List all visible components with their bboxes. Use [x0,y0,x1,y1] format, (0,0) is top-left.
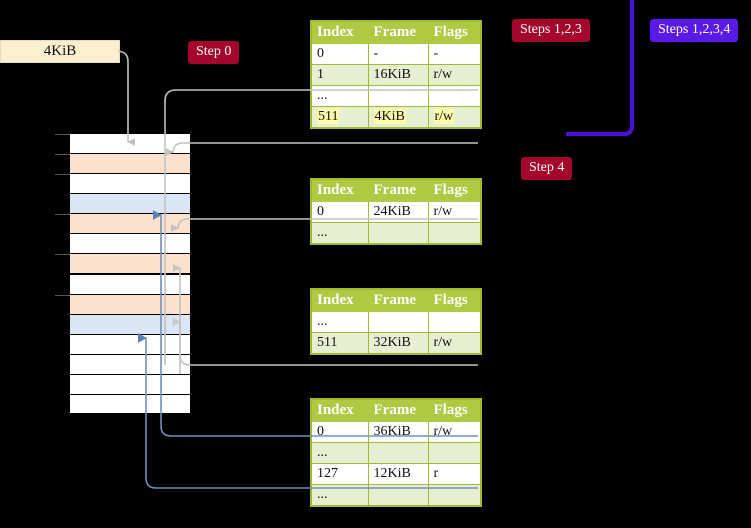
table-cell-frame: 12KiB [367,463,429,485]
table-cell-frame [367,442,429,464]
memory-frame-row [55,153,190,174]
highlighted-value: 4KiB [373,109,406,124]
column-header-frame: Frame [367,288,429,312]
table-cell-flags [427,85,482,107]
table-cell-flags [427,222,482,245]
table-cell-frame: 16KiB [367,64,429,86]
table-cell-index: 511 [310,332,369,355]
memory-frame-row [70,193,190,214]
table-row: ... [310,85,482,107]
highlighted-value: r/w [433,109,455,124]
table-cell-flags: r/w [427,106,482,129]
table-cell-frame [367,484,429,507]
table-cell-index: ... [310,442,369,464]
memory-frame-row [70,393,190,414]
badge-steps-1234: Steps 1,2,3,4 [650,19,739,42]
column-header-frame: Frame [367,398,429,422]
table-cell-flags: r/w [427,201,482,223]
column-header-index: Index [310,288,369,312]
memory-frame-tick [55,174,70,176]
table-cell-frame [367,222,429,245]
column-header-flags: Flags [427,20,482,44]
table-cell-frame: 36KiB [367,421,429,443]
memory-frame-row [55,133,190,154]
table-cell-flags: r/w [427,332,482,355]
memory-frame-tick [55,134,70,135]
table-cell-frame: 24KiB [367,201,429,223]
table-cell-flags: r/w [427,421,482,443]
table-cell-flags: r/w [427,64,482,86]
physical-memory-column [55,133,190,414]
table-row: 0-- [310,43,482,65]
memory-frame-row [70,373,190,394]
table-cell-index: ... [310,311,369,333]
table-cell-index: 0 [310,201,369,223]
badge-steps-123: Steps 1,2,3 [512,19,590,42]
table-cell-flags [427,484,482,507]
memory-frame-row [55,293,190,314]
table-cell-index: ... [310,85,369,107]
column-header-index: Index [310,20,369,44]
memory-frame-row [55,173,190,194]
table-cell-flags: r [427,463,482,485]
column-header-frame: Frame [367,178,429,202]
badge-step-4: Step 4 [521,157,573,180]
table-cell-frame [367,85,429,107]
table-cell-index: 0 [310,421,369,443]
table-cell-frame [367,311,429,333]
memory-size-label: 4KiB [0,40,120,63]
memory-frame-row [70,313,190,334]
table-cell-index: 0 [310,43,369,65]
table-cell-index: 127 [310,463,369,485]
badge-step-0: Step 0 [188,41,240,64]
table-cell-frame: 32KiB [367,332,429,355]
memory-frame-row [70,233,190,254]
memory-frame-tick [55,254,70,256]
column-header-flags: Flags [427,178,482,202]
table-cell-frame: 4KiB [367,106,429,129]
table-cell-index: 1 [310,64,369,86]
table-cell-index: ... [310,484,369,507]
table-row: ... [310,484,482,507]
memory-frame-tick [55,154,70,156]
column-header-flags: Flags [427,288,482,312]
column-header-index: Index [310,178,369,202]
table-cell-flags: - [427,43,482,65]
column-header-index: Index [310,398,369,422]
table-row: ... [310,442,482,464]
column-header-frame: Frame [367,20,429,44]
table-row: ... [310,222,482,245]
memory-frame-row [70,333,190,354]
memory-frame-row [55,253,190,274]
memory-frame-tick [55,214,70,216]
table-row: ... [310,311,482,333]
memory-frame-row [70,353,190,374]
table-cell-flags [427,311,482,333]
table-cell-flags [427,442,482,464]
table-cell-frame: - [367,43,429,65]
memory-frame-tick [55,294,70,296]
table-cell-index: 511 [310,106,369,129]
highlighted-value: 511 [317,109,340,124]
memory-frame-row [55,213,190,234]
table-cell-index: ... [310,222,369,245]
memory-frame-row [70,273,190,294]
table-row: 511 4KiB r/w [310,106,482,129]
column-header-flags: Flags [427,398,482,422]
